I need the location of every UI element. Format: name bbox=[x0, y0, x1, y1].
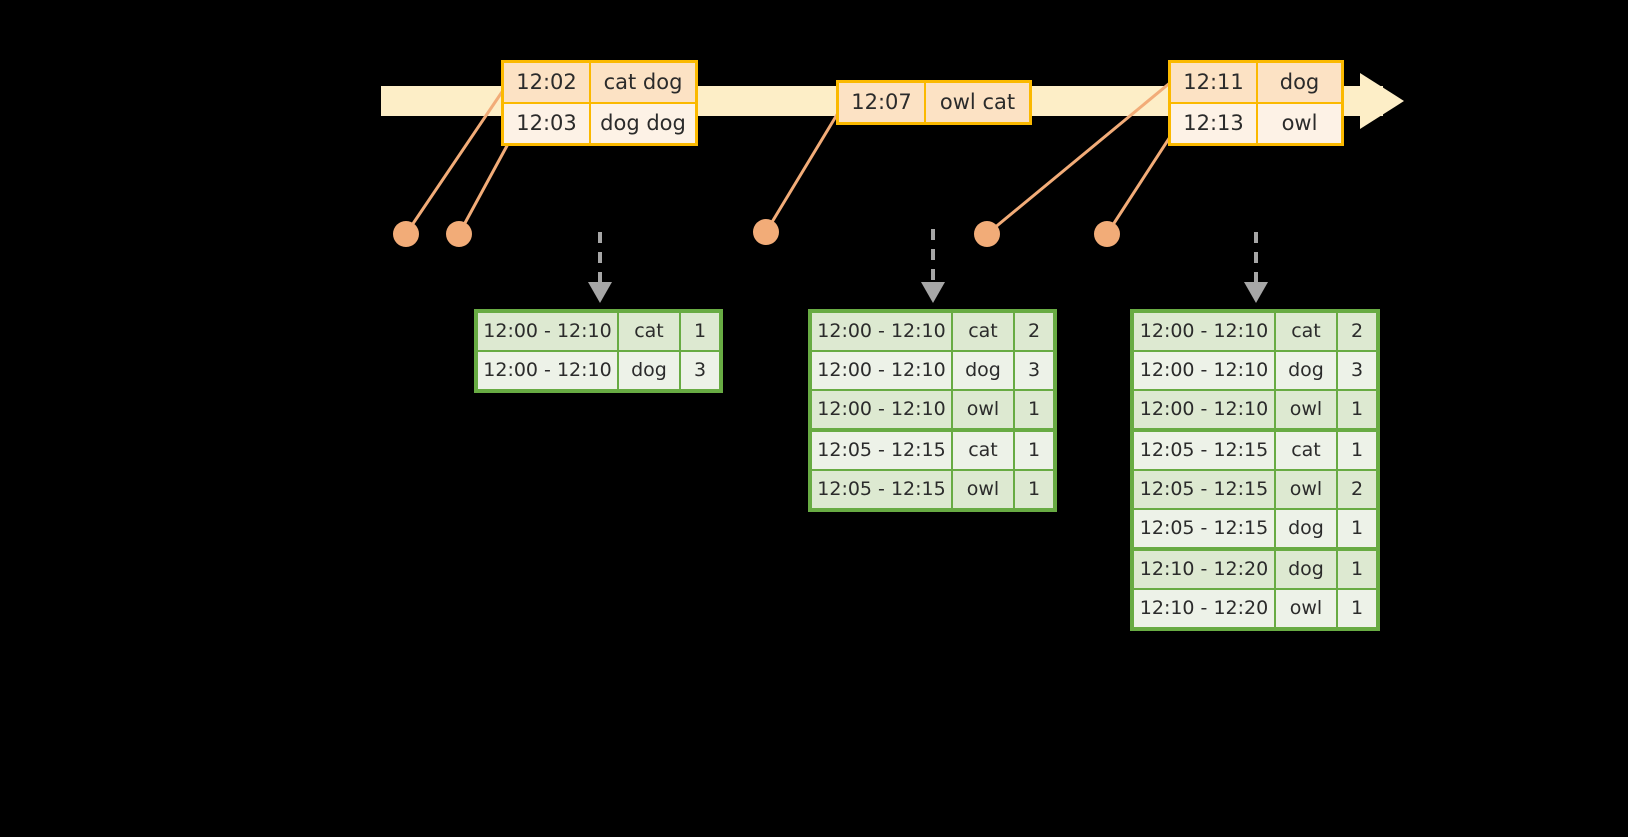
table-row: 12:10 - 12:20 dog 1 bbox=[1134, 551, 1376, 588]
event-dot-5 bbox=[1094, 221, 1120, 247]
event-dot-1 bbox=[393, 221, 419, 247]
table-row: 12:00 - 12:10 owl 1 bbox=[1134, 389, 1376, 428]
window-cell: 12:00 - 12:10 bbox=[1139, 359, 1269, 381]
event-payload: dog dog bbox=[589, 104, 695, 143]
emit-arrow-1 bbox=[588, 232, 612, 303]
count-cell: 1 bbox=[1336, 432, 1376, 469]
table-row: 12:00 - 12:10 owl 1 bbox=[812, 389, 1053, 428]
event-time: 12:03 bbox=[516, 111, 577, 135]
key-cell: cat bbox=[1274, 313, 1336, 350]
window-cell: 12:00 - 12:10 bbox=[817, 320, 946, 342]
key-cell: dog bbox=[1274, 510, 1336, 547]
emit-arrow-2 bbox=[921, 229, 945, 303]
count-cell: 1 bbox=[679, 313, 719, 350]
window-cell: 12:10 - 12:20 bbox=[1139, 597, 1269, 619]
table-row: 12:05 - 12:15 owl 2 bbox=[1134, 469, 1376, 508]
result-table-1: 12:00 - 12:10 cat 1 12:00 - 12:10 dog 3 bbox=[474, 309, 723, 393]
key-cell: owl bbox=[1274, 590, 1336, 627]
event-payload: cat dog bbox=[589, 63, 695, 102]
key-cell: cat bbox=[617, 313, 679, 350]
window-cell: 12:05 - 12:15 bbox=[1139, 478, 1269, 500]
event-box-1: 12:02 cat dog 12:03 dog dog bbox=[501, 60, 698, 146]
key-cell: dog bbox=[1274, 551, 1336, 588]
event-box-2: 12:07 owl cat bbox=[836, 80, 1032, 125]
event-time: 12:11 bbox=[1183, 70, 1244, 94]
key-cell: dog bbox=[951, 352, 1013, 389]
event-row: 12:07 owl cat bbox=[839, 83, 1029, 122]
count-cell: 2 bbox=[1336, 471, 1376, 508]
table-row: 12:00 - 12:10 cat 2 bbox=[1134, 313, 1376, 350]
result-group: 12:10 - 12:20 dog 1 12:10 - 12:20 owl 1 bbox=[1134, 547, 1376, 627]
event-dot-3 bbox=[753, 219, 779, 245]
event-row: 12:13 owl bbox=[1171, 102, 1341, 143]
count-cell: 1 bbox=[1336, 551, 1376, 588]
result-table-2: 12:00 - 12:10 cat 2 12:00 - 12:10 dog 3 … bbox=[808, 309, 1057, 512]
result-table-3: 12:00 - 12:10 cat 2 12:00 - 12:10 dog 3 … bbox=[1130, 309, 1380, 631]
count-cell: 3 bbox=[679, 352, 719, 389]
window-cell: 12:00 - 12:10 bbox=[1139, 320, 1269, 342]
table-row: 12:05 - 12:15 cat 1 bbox=[1134, 432, 1376, 469]
table-row: 12:00 - 12:10 dog 3 bbox=[478, 350, 719, 389]
window-cell: 12:00 - 12:10 bbox=[817, 398, 946, 420]
table-row: 12:05 - 12:15 cat 1 bbox=[812, 432, 1053, 469]
table-row: 12:00 - 12:10 dog 3 bbox=[812, 350, 1053, 389]
event-dot-4 bbox=[974, 221, 1000, 247]
window-cell: 12:00 - 12:10 bbox=[1139, 398, 1269, 420]
key-cell: owl bbox=[1274, 391, 1336, 428]
window-cell: 12:05 - 12:15 bbox=[1139, 517, 1269, 539]
window-cell: 12:00 - 12:10 bbox=[483, 320, 612, 342]
count-cell: 2 bbox=[1336, 313, 1376, 350]
event-dot-2 bbox=[446, 221, 472, 247]
emit-arrow-3 bbox=[1244, 232, 1268, 303]
event-time: 12:02 bbox=[516, 70, 577, 94]
key-cell: dog bbox=[1274, 352, 1336, 389]
result-group: 12:00 - 12:10 cat 1 12:00 - 12:10 dog 3 bbox=[478, 313, 719, 389]
count-cell: 3 bbox=[1336, 352, 1376, 389]
key-cell: owl bbox=[951, 471, 1013, 508]
event-time: 12:07 bbox=[851, 90, 912, 114]
table-row: 12:10 - 12:20 owl 1 bbox=[1134, 588, 1376, 627]
key-cell: owl bbox=[951, 391, 1013, 428]
table-row: 12:00 - 12:10 dog 3 bbox=[1134, 350, 1376, 389]
count-cell: 1 bbox=[1336, 391, 1376, 428]
event-payload: owl cat bbox=[924, 83, 1029, 122]
count-cell: 3 bbox=[1013, 352, 1053, 389]
key-cell: cat bbox=[1274, 432, 1336, 469]
key-cell: owl bbox=[1274, 471, 1336, 508]
key-cell: dog bbox=[617, 352, 679, 389]
count-cell: 1 bbox=[1336, 590, 1376, 627]
count-cell: 1 bbox=[1013, 391, 1053, 428]
table-row: 12:05 - 12:15 dog 1 bbox=[1134, 508, 1376, 547]
count-cell: 1 bbox=[1336, 510, 1376, 547]
result-group: 12:05 - 12:15 cat 1 12:05 - 12:15 owl 2 … bbox=[1134, 428, 1376, 547]
window-cell: 12:05 - 12:15 bbox=[817, 439, 946, 461]
timeline-arrowhead-icon bbox=[1360, 73, 1404, 129]
event-row: 12:03 dog dog bbox=[504, 102, 695, 143]
window-cell: 12:05 - 12:15 bbox=[1139, 439, 1269, 461]
result-group: 12:00 - 12:10 cat 2 12:00 - 12:10 dog 3 … bbox=[812, 313, 1053, 428]
table-row: 12:00 - 12:10 cat 2 bbox=[812, 313, 1053, 350]
count-cell: 2 bbox=[1013, 313, 1053, 350]
table-row: 12:05 - 12:15 owl 1 bbox=[812, 469, 1053, 508]
window-cell: 12:00 - 12:10 bbox=[817, 359, 946, 381]
event-payload: owl bbox=[1256, 104, 1341, 143]
result-group: 12:05 - 12:15 cat 1 12:05 - 12:15 owl 1 bbox=[812, 428, 1053, 508]
window-cell: 12:05 - 12:15 bbox=[817, 478, 946, 500]
event-row: 12:02 cat dog bbox=[504, 63, 695, 102]
event-payload: dog bbox=[1256, 63, 1341, 102]
window-cell: 12:10 - 12:20 bbox=[1139, 558, 1269, 580]
count-cell: 1 bbox=[1013, 432, 1053, 469]
result-group: 12:00 - 12:10 cat 2 12:00 - 12:10 dog 3 … bbox=[1134, 313, 1376, 428]
key-cell: cat bbox=[951, 432, 1013, 469]
window-cell: 12:00 - 12:10 bbox=[483, 359, 612, 381]
event-row: 12:11 dog bbox=[1171, 63, 1341, 102]
event-box-3: 12:11 dog 12:13 owl bbox=[1168, 60, 1344, 146]
count-cell: 1 bbox=[1013, 471, 1053, 508]
event-time: 12:13 bbox=[1183, 111, 1244, 135]
key-cell: cat bbox=[951, 313, 1013, 350]
table-row: 12:00 - 12:10 cat 1 bbox=[478, 313, 719, 350]
